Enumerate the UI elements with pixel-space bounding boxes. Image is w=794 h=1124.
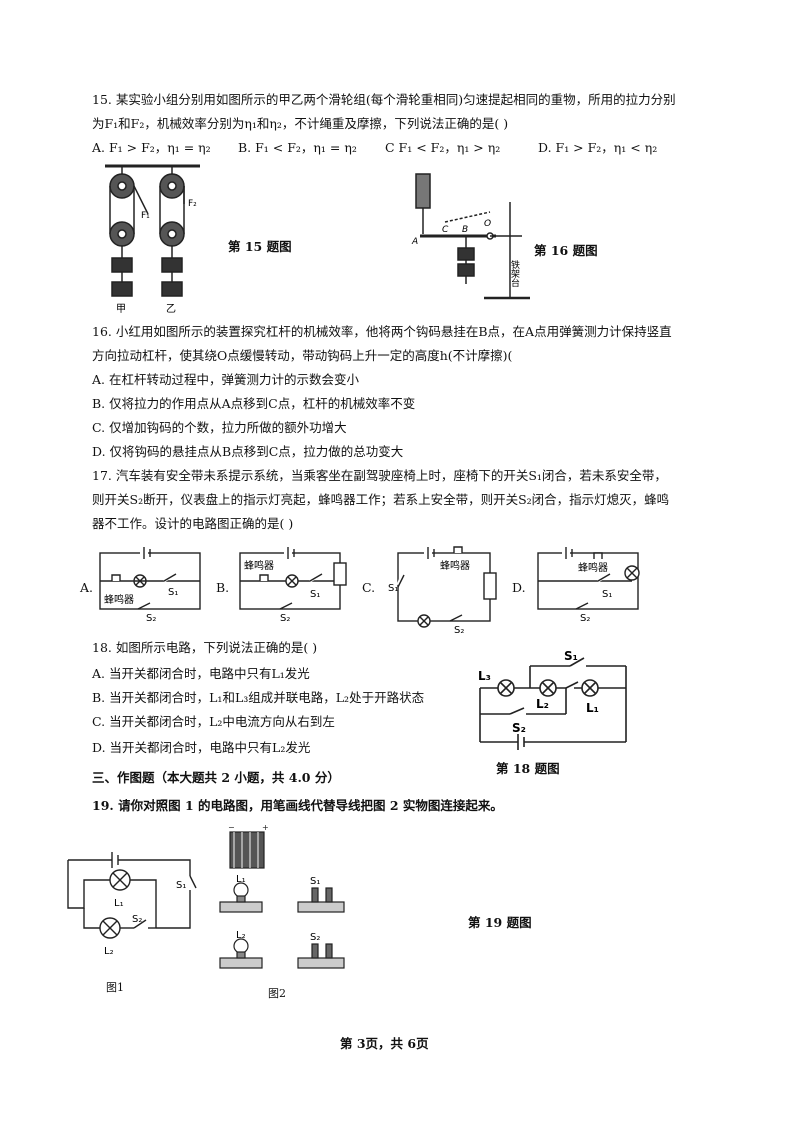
q17-d-buzzer: 蜂鸣器 (578, 561, 608, 574)
q17-b-s1: S₁ (310, 589, 320, 600)
q15-caption: 第 15 题图 (228, 239, 292, 254)
q16-label-stand: 铁架台 (509, 259, 520, 288)
q16-label-a: A (411, 237, 418, 247)
q16-option-a: A. 在杠杆转动过程中，弹簧测力计的示数会变小 (92, 372, 359, 387)
q16-option-b: B. 仅将拉力的作用点从A点移到C点，杠杆的机械效率不变 (92, 396, 416, 411)
q19-stem: 19. 请你对照图 1 的电路图，用笔画线代替导线把图 2 实物图连接起来。 (92, 798, 503, 813)
q15-label-jia: 甲 (116, 304, 126, 315)
q16-option-d: D. 仅将钩码的悬挂点从B点移到C点，拉力做的总功变大 (92, 444, 404, 459)
q17-circuit-d-label: D. (512, 580, 526, 595)
q19-fig1-s2: S₂ (132, 914, 142, 925)
q16-caption: 第 16 题图 (534, 243, 598, 258)
svg-text:−: − (228, 823, 235, 832)
q16-label-b: B (462, 225, 468, 235)
q18-label-s1: S₁ (564, 649, 578, 663)
page-footer: 第 3页，共 6页 (340, 1036, 429, 1051)
q15-option-c: C F₁ < F₂，η₁ > η₂ (385, 140, 501, 155)
q19-fig2-l2: L₂ (236, 930, 246, 941)
q19-fig2-s2: S₂ (310, 932, 320, 943)
q16-stem-line1: 16. 小红用如图所示的装置探究杠杆的机械效率，他将两个钩码悬挂在B点，在A点用… (92, 324, 672, 339)
q19-fig1-l2: L₂ (104, 946, 114, 957)
q17-a-buzzer: 蜂鸣器 (104, 593, 134, 606)
q18-option-a: A. 当开关都闭合时，电路中只有L₁发光 (92, 666, 310, 681)
q16-stem-line2: 方向拉动杠杆，使其绕O点缓慢转动，带动钩码上升一定的高度h(不计摩擦)( (92, 348, 513, 363)
q19-fig2-l1: L₁ (236, 874, 246, 885)
q17-circuit-c-label: C. (362, 580, 376, 595)
q16-option-c: C. 仅增加钩码的个数，拉力所做的额外功增大 (92, 420, 347, 435)
q19-fig2-physical: − + L₁ S₁ L₂ S₂ (219, 823, 345, 969)
q17-stem-line1: 17. 汽车装有安全带未系提示系统，当乘客坐在副驾驶座椅上时，座椅下的开关S₁闭… (92, 468, 667, 483)
q17-d-s2: S₂ (580, 613, 590, 624)
q17-b-buzzer: 蜂鸣器 (244, 559, 274, 572)
section-3-heading: 三、作图题（本大题共 2 小题，共 4.0 分） (92, 770, 340, 785)
q19-caption: 第 19 题图 (468, 915, 532, 930)
q17-stem-line3: 器不工作。设计的电路图正确的是( ) (92, 516, 294, 531)
q18-option-c: C. 当开关都闭合时，L₂中电流方向从右到左 (92, 714, 335, 729)
q18-label-l2: L₂ (536, 697, 549, 711)
q18-option-d: D. 当开关都闭合时，电路中只有L₂发光 (92, 740, 311, 755)
q15-option-d: D. F₁ > F₂，η₁ < η₂ (538, 140, 658, 155)
q19-fig1-circuit: S₁ L₁ S₂ L₂ (67, 852, 197, 957)
q17-circuit-a: 蜂鸣器 S₁ S₂ (99, 546, 201, 624)
q19-fig1-s1: S₁ (176, 880, 186, 891)
q15-label-f1: F₁ (141, 211, 150, 221)
q19-fig2-caption: 图2 (268, 987, 286, 1000)
q18-label-s2: S₂ (512, 721, 526, 735)
q19-fig2-s1: S₁ (310, 876, 320, 887)
q17-c-s2: S₂ (454, 625, 464, 636)
q17-circuit-d: 蜂鸣器 S₁ S₂ (537, 546, 640, 624)
q17-a-s1: S₁ (168, 587, 178, 598)
q16-label-o: O (484, 219, 491, 229)
q15-stem-line1: 15. 某实验小组分别用如图所示的甲乙两个滑轮组(每个滑轮重相同)匀速提起相同的… (92, 92, 676, 107)
q16-label-c: C (442, 225, 449, 235)
q15-pulley-figure: F₁ F₂ 甲 乙 (105, 164, 200, 315)
q17-c-buzzer: 蜂鸣器 (440, 559, 470, 572)
q15-label-f2: F₂ (188, 199, 197, 209)
q18-label-l3: L₃ (478, 669, 491, 683)
q18-option-b: B. 当开关都闭合时，L₁和L₃组成并联电路，L₂处于开路状态 (92, 690, 425, 705)
q16-lever-figure: A C B O 铁架台 (411, 173, 530, 300)
q17-circuit-c: 蜂鸣器 S₁ S₂ (388, 546, 497, 636)
q15-label-yi: 乙 (166, 303, 176, 315)
q18-caption: 第 18 题图 (496, 761, 560, 776)
q17-c-s1: S₁ (388, 583, 398, 594)
q17-stem-line2: 则开关S₂断开，仪表盘上的指示灯亮起，蜂鸣器工作；若系上安全带，则开关S₂闭合，… (92, 492, 670, 507)
q15-option-a: A. F₁ > F₂，η₁ = η₂ (92, 140, 211, 155)
q17-circuit-b-label: B. (216, 580, 230, 595)
q19-fig1-caption: 图1 (106, 981, 124, 994)
q18-circuit-figure: S₁ L₃ L₂ L₁ S₂ (478, 649, 627, 750)
q17-a-s2: S₂ (146, 613, 156, 624)
q19-fig1-l1: L₁ (114, 898, 124, 909)
q17-d-s1: S₁ (602, 589, 612, 600)
q15-stem-line2: 为F₁和F₂，机械效率分别为η₁和η₂，不计绳重及摩擦，下列说法正确的是( ) (92, 116, 509, 131)
q17-b-s2: S₂ (280, 613, 290, 624)
q18-stem: 18. 如图所示电路，下列说法正确的是( ) (92, 640, 318, 655)
q17-circuit-a-label: A. (80, 580, 94, 595)
q17-circuit-b: 蜂鸣器 S₁ S₂ (239, 546, 347, 624)
q15-option-b: B. F₁ < F₂，η₁ = η₂ (238, 140, 357, 155)
svg-text:+: + (262, 823, 269, 832)
q18-label-l1: L₁ (586, 701, 599, 715)
